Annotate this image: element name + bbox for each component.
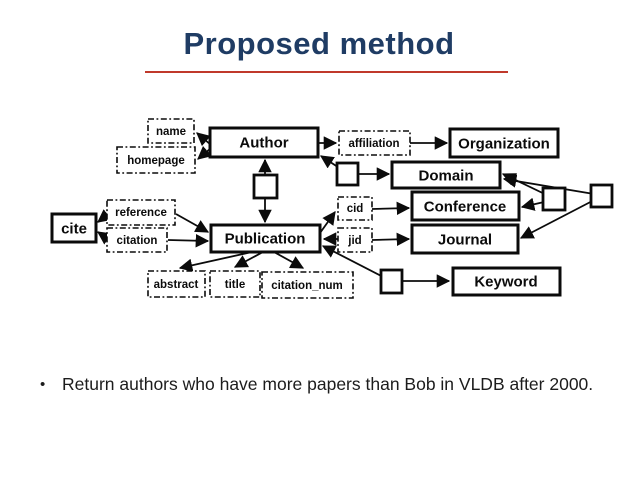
entity-box-cite: [50, 212, 98, 244]
attr-label-title: title: [225, 279, 245, 291]
entity-label-journal: Journal: [438, 232, 492, 249]
relation-node-author-domain: [335, 161, 360, 187]
relation-node-conference-domain: [541, 186, 567, 212]
entity-box-domain: [390, 160, 502, 190]
bullet-text: Return authors who have more papers than…: [62, 374, 594, 394]
attr-box-affiliation: [338, 130, 411, 156]
relation-node-publication-keyword: [379, 268, 404, 295]
entity-box-conference: [410, 190, 521, 222]
edge-reference-publication: [175, 213, 210, 233]
attr-box-cid: [337, 196, 373, 221]
slide-title: Proposed method: [183, 26, 455, 61]
bullet-item: • Return authors who have more papers th…: [40, 374, 598, 396]
title-underline: [145, 71, 508, 73]
entity-label-organization: Organization: [458, 136, 550, 153]
entity-label-cite: cite: [61, 221, 87, 238]
attr-label-homepage: homepage: [127, 155, 185, 167]
attr-label-reference: reference: [115, 207, 167, 219]
bullet-glyph: •: [40, 376, 46, 393]
attr-box-citation: [106, 227, 168, 253]
attr-box-jid: [337, 227, 373, 253]
entity-box-organization: [448, 127, 560, 159]
edge-publication-abstract: [178, 251, 253, 272]
entity-label-author: Author: [239, 135, 288, 152]
entity-label-conference: Conference: [424, 199, 507, 216]
entity-box-journal: [410, 223, 520, 255]
attr-box-reference: [106, 199, 176, 226]
attr-label-abstract: abstract: [154, 279, 199, 291]
edge-cid-conference: [371, 201, 411, 216]
attr-box-citation-num: [261, 271, 354, 299]
entity-label-publication: Publication: [225, 231, 306, 248]
edge-publication-citationnum: [273, 251, 305, 269]
entity-label-keyword: Keyword: [474, 274, 537, 291]
attr-label-citation-num: citation_num: [271, 280, 343, 292]
entity-label-domain: Domain: [418, 168, 473, 185]
edge-citation-publication: [167, 233, 210, 248]
attr-label-citation: citation: [117, 235, 158, 247]
attr-label-cid: cid: [347, 203, 364, 215]
edge-jid-journal: [371, 232, 411, 247]
attr-box-homepage: [116, 146, 196, 174]
edge-publication-cid: [319, 211, 336, 234]
edge-squareC-journal: [519, 196, 601, 239]
attr-label-jid: jid: [347, 235, 361, 247]
entity-box-author: [208, 126, 320, 159]
attr-box-name: [147, 118, 195, 144]
edge-publication-title: [233, 251, 264, 268]
relation-node-journal-domain: [589, 183, 614, 209]
attr-label-affiliation: affiliation: [348, 138, 399, 150]
entity-box-keyword: [451, 266, 562, 297]
relation-node-author-publication: [252, 173, 279, 200]
attr-box-title: [209, 270, 261, 298]
attr-label-name: name: [156, 126, 186, 138]
entity-box-publication: [209, 223, 322, 254]
attr-box-abstract: [147, 270, 206, 298]
